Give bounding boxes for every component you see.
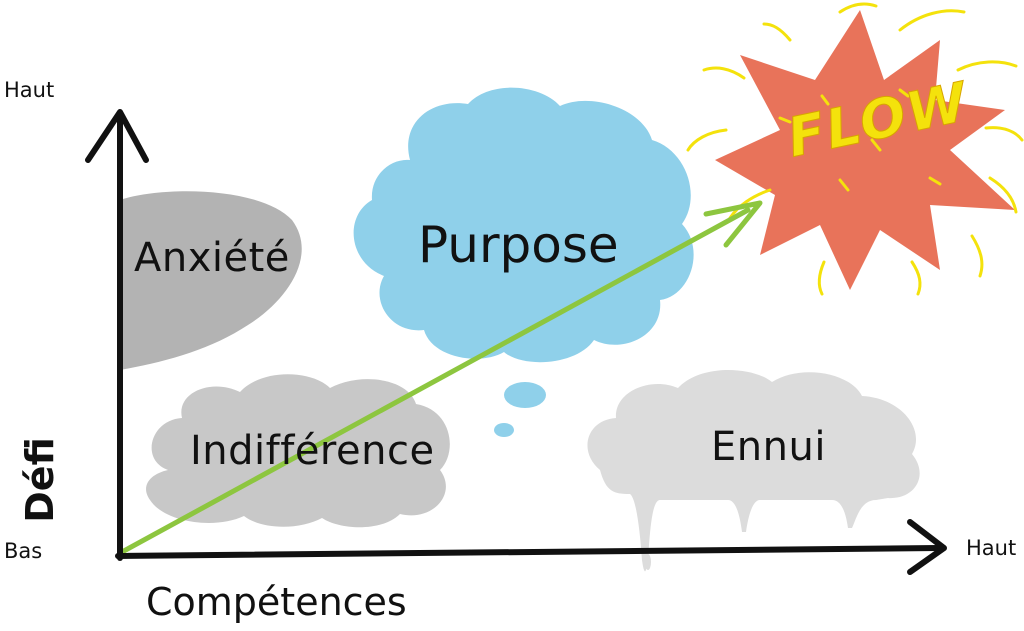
progress-arrow-line	[119, 207, 751, 555]
x-axis-title: Compétences	[146, 580, 407, 624]
progress-arrow-head	[703, 200, 763, 248]
flow-sparks	[686, 2, 1024, 296]
x-axis-arrowhead	[907, 519, 947, 575]
anxiety-label: Anxiété	[134, 235, 290, 281]
y-axis-arrowhead	[85, 109, 149, 163]
thought-bubble-large	[504, 382, 546, 408]
boredom-drip	[645, 554, 651, 570]
flow-burst	[715, 10, 1015, 290]
boredom-label: Ennui	[711, 424, 826, 470]
y-axis-high-label: Haut	[4, 78, 55, 102]
anxiety-region	[120, 191, 302, 370]
x-axis-high-label: Haut	[966, 536, 1017, 560]
y-axis-low-label: Bas	[4, 539, 43, 563]
purpose-cloud	[353, 87, 694, 363]
purpose-label: Purpose	[418, 216, 619, 274]
x-axis	[115, 545, 941, 559]
thought-bubble-small	[494, 423, 514, 437]
y-axis-title: Défi	[18, 437, 62, 523]
boredom-region	[587, 369, 920, 572]
indifference-label: Indifférence	[190, 428, 435, 474]
